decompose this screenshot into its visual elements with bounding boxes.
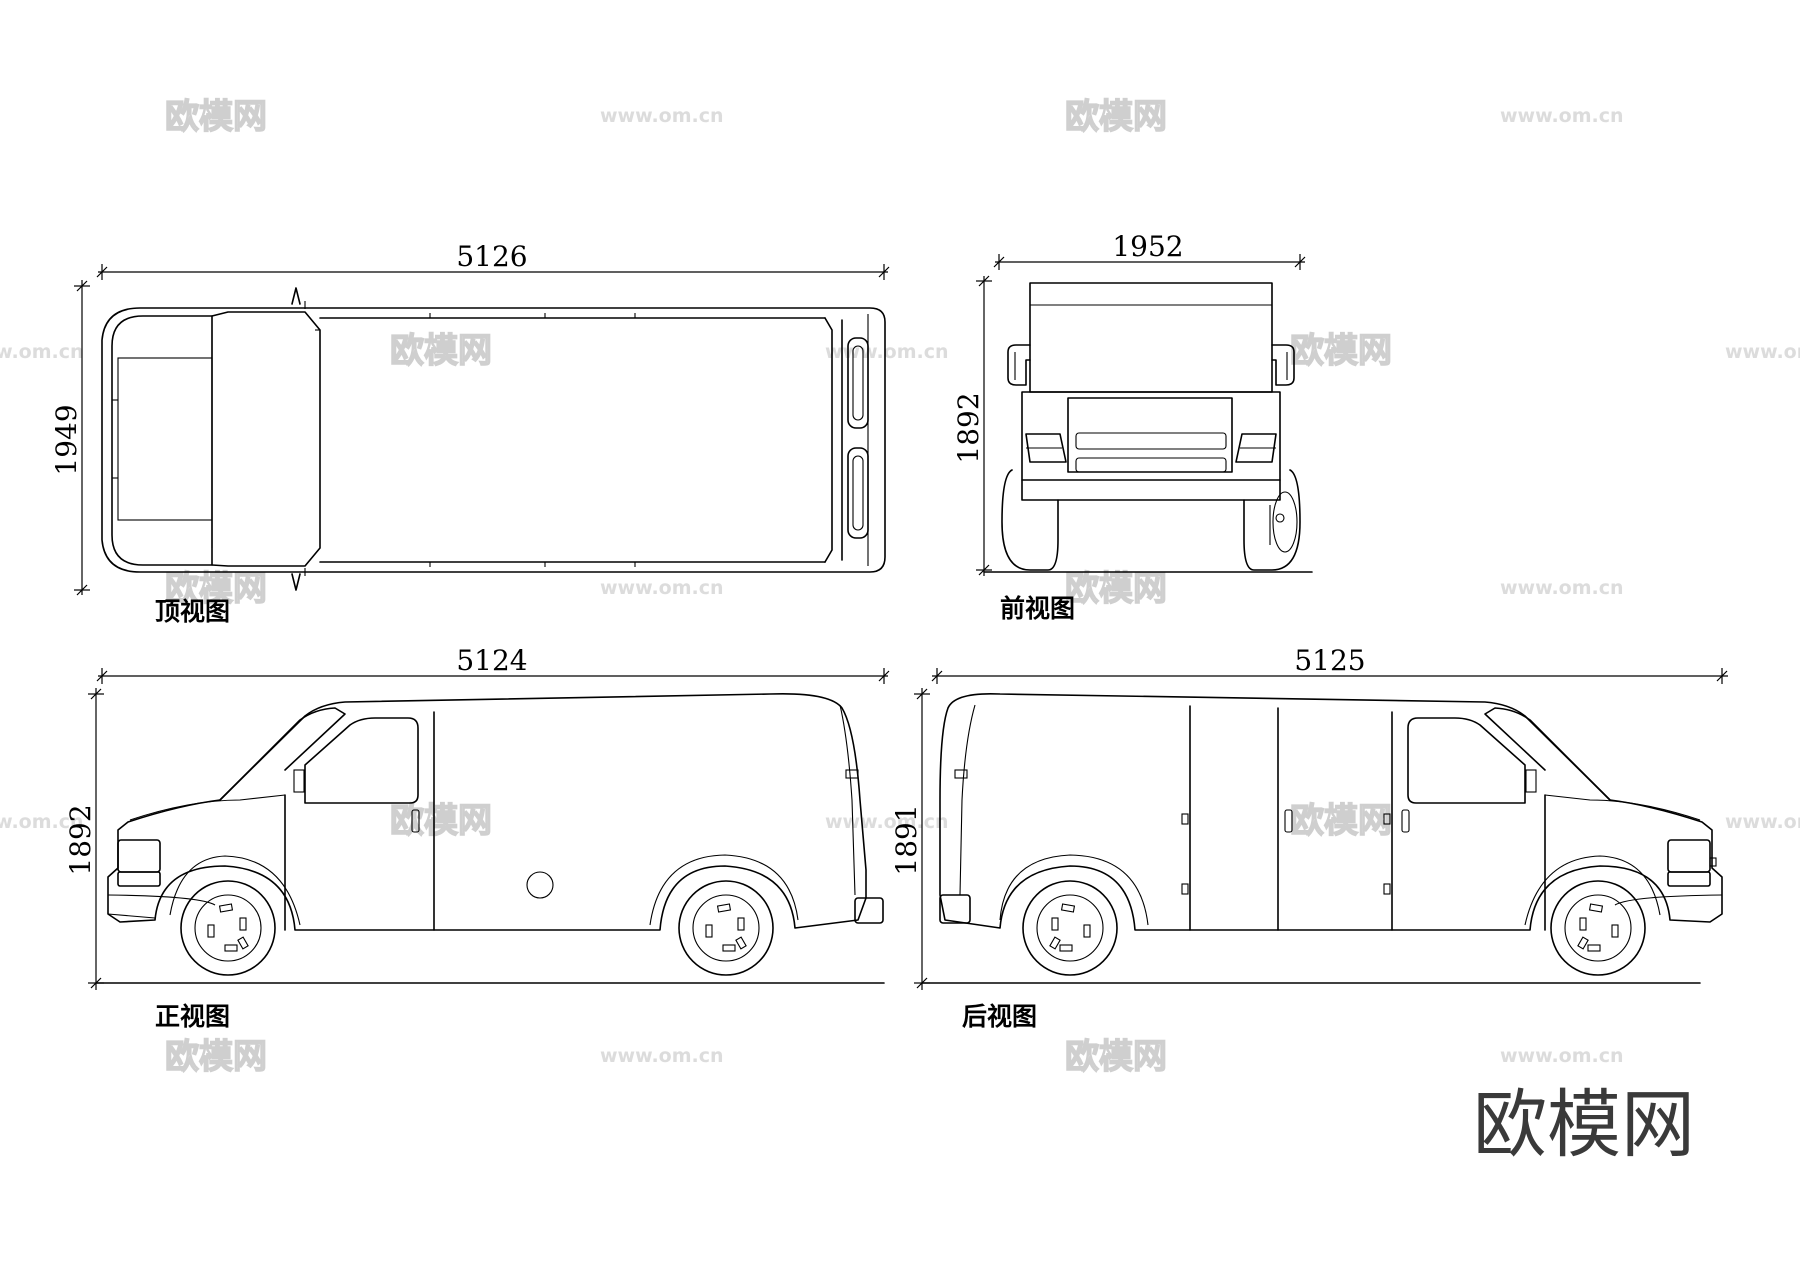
rear-view-front-wheel <box>1550 880 1646 976</box>
front-view-height-label: 1892 <box>952 392 985 463</box>
watermark-url: www.om.cn <box>0 811 84 833</box>
watermark-url: www.om.cn <box>1725 811 1800 833</box>
side-rear-wheel <box>678 880 774 976</box>
watermark-brand: 欧模网 <box>165 569 267 609</box>
front-view: 1952 1892 <box>952 230 1313 623</box>
front-view-width-dimension: 1952 <box>993 230 1306 270</box>
watermark-brand: 欧模网 <box>165 1037 267 1077</box>
watermark-url: www.om.cn <box>1500 1045 1624 1067</box>
top-view-caption: 顶视图 <box>155 597 230 626</box>
watermark-url: www.om.cn <box>1500 105 1624 127</box>
watermark-brand: 欧模网 <box>390 331 492 371</box>
rear-view-length-dimension: 5125 <box>931 644 1728 684</box>
watermark-brand: 欧模网 <box>165 97 267 137</box>
rear-view: 5125 1891 <box>890 644 1728 1031</box>
side-view-length-label: 5124 <box>456 644 527 677</box>
side-view-length-dimension: 5124 <box>96 644 890 684</box>
watermark-url: www.om.cn <box>1500 577 1624 599</box>
watermark-brand: 欧模网 <box>1065 569 1167 609</box>
rear-view-height-dimension: 1891 <box>890 688 930 990</box>
rear-view-length-label: 5125 <box>1294 644 1365 677</box>
rear-view-caption: 后视图 <box>962 1002 1037 1031</box>
watermark-brand: 欧模网 <box>1290 331 1392 371</box>
side-front-wheel <box>180 880 276 976</box>
top-view-length-dimension: 5126 <box>96 240 890 280</box>
front-view-width-label: 1952 <box>1112 230 1183 263</box>
side-view-height-label: 1892 <box>64 804 97 875</box>
brand-logo: 欧模网 <box>1473 1082 1695 1168</box>
side-view: 5124 1892 <box>64 644 890 1031</box>
watermark-url: www.om.cn <box>600 105 724 127</box>
side-view-caption: 正视图 <box>155 1002 230 1031</box>
watermark-layer: 欧模网 www.om.cn 欧模网 www.om.cn www.om.cn 欧模… <box>0 96 1800 1077</box>
watermark-url: www.om.cn <box>825 811 949 833</box>
top-view: 5126 1949 <box>50 240 890 626</box>
top-view-length-label: 5126 <box>456 240 527 273</box>
front-view-caption: 前视图 <box>1000 594 1075 623</box>
watermark-url: www.om.cn <box>600 1045 724 1067</box>
top-view-width-dimension: 1949 <box>50 280 90 596</box>
side-view-height-dimension: 1892 <box>64 688 104 990</box>
front-view-height-dimension: 1892 <box>952 275 992 576</box>
watermark-url: www.om.cn <box>0 341 84 363</box>
watermark-brand: 欧模网 <box>1065 1037 1167 1077</box>
watermark-url: www.om.cn <box>600 577 724 599</box>
watermark-brand: 欧模网 <box>1290 801 1392 841</box>
watermark-url: www.om.cn <box>1725 341 1800 363</box>
rear-view-height-label: 1891 <box>890 804 923 875</box>
watermark-brand: 欧模网 <box>390 801 492 841</box>
rear-view-rear-wheel <box>1022 880 1118 976</box>
watermark-url: www.om.cn <box>825 341 949 363</box>
watermark-brand: 欧模网 <box>1065 97 1167 137</box>
top-view-width-label: 1949 <box>50 404 83 475</box>
